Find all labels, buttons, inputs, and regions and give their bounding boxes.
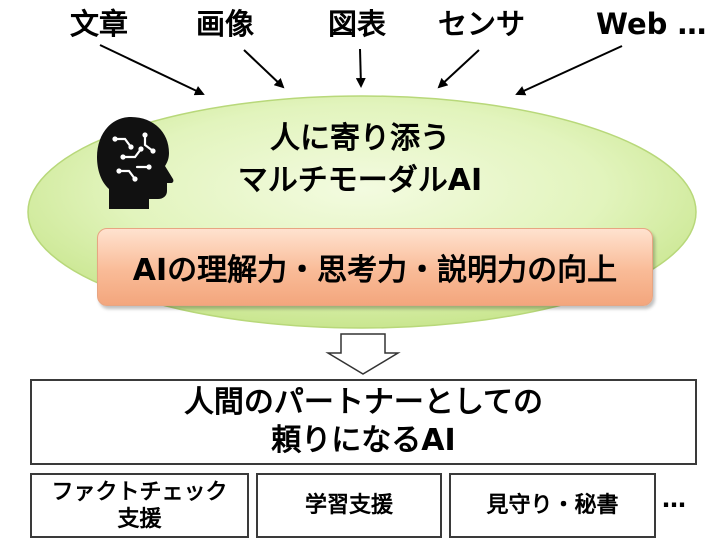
- arrow-from-chart: [355, 48, 366, 88]
- down-arrow: [325, 333, 401, 375]
- partner-line-1: 人間のパートナーとしての: [183, 385, 544, 420]
- source-label-image: 画像: [196, 7, 255, 41]
- partner-ai-box: 人間のパートナーとしての 頼りになるAI: [30, 379, 697, 465]
- app-box-fact-check: ファクトチェック 支援: [30, 473, 249, 538]
- source-label-chart: 図表: [328, 7, 387, 41]
- source-label-text: 文章: [70, 7, 129, 41]
- title-line-1: 人に寄り添う: [270, 121, 450, 156]
- arrow-from-image: [243, 49, 285, 89]
- app-learning-support-label: 学習支援: [304, 493, 393, 518]
- app-box-learning-support: 学習支援: [256, 473, 442, 538]
- ai-improvement-box: AIの理解力・思考力・説明力の向上: [97, 228, 653, 306]
- more-ellipsis: …: [662, 485, 686, 513]
- arrow-from-sensor: [437, 49, 480, 89]
- app-watch-secretary-label: 見守り・秘書: [486, 493, 619, 518]
- title-line-2: マルチモーダルAI: [237, 163, 483, 198]
- arrow-from-text: [99, 44, 205, 96]
- head-with-brain-circuit-icon: [97, 117, 174, 209]
- app-fact-check-label: ファクトチェック 支援: [51, 479, 228, 532]
- partner-line-2: 頼りになるAI: [271, 423, 456, 458]
- arrow-from-web: [515, 45, 623, 96]
- source-label-web: Web …: [596, 7, 707, 41]
- multimodal-ai-title: 人に寄り添う マルチモーダルAI: [180, 118, 540, 202]
- source-label-sensor: センサ: [438, 7, 526, 41]
- app-box-watch-secretary: 見守り・秘書: [449, 473, 656, 538]
